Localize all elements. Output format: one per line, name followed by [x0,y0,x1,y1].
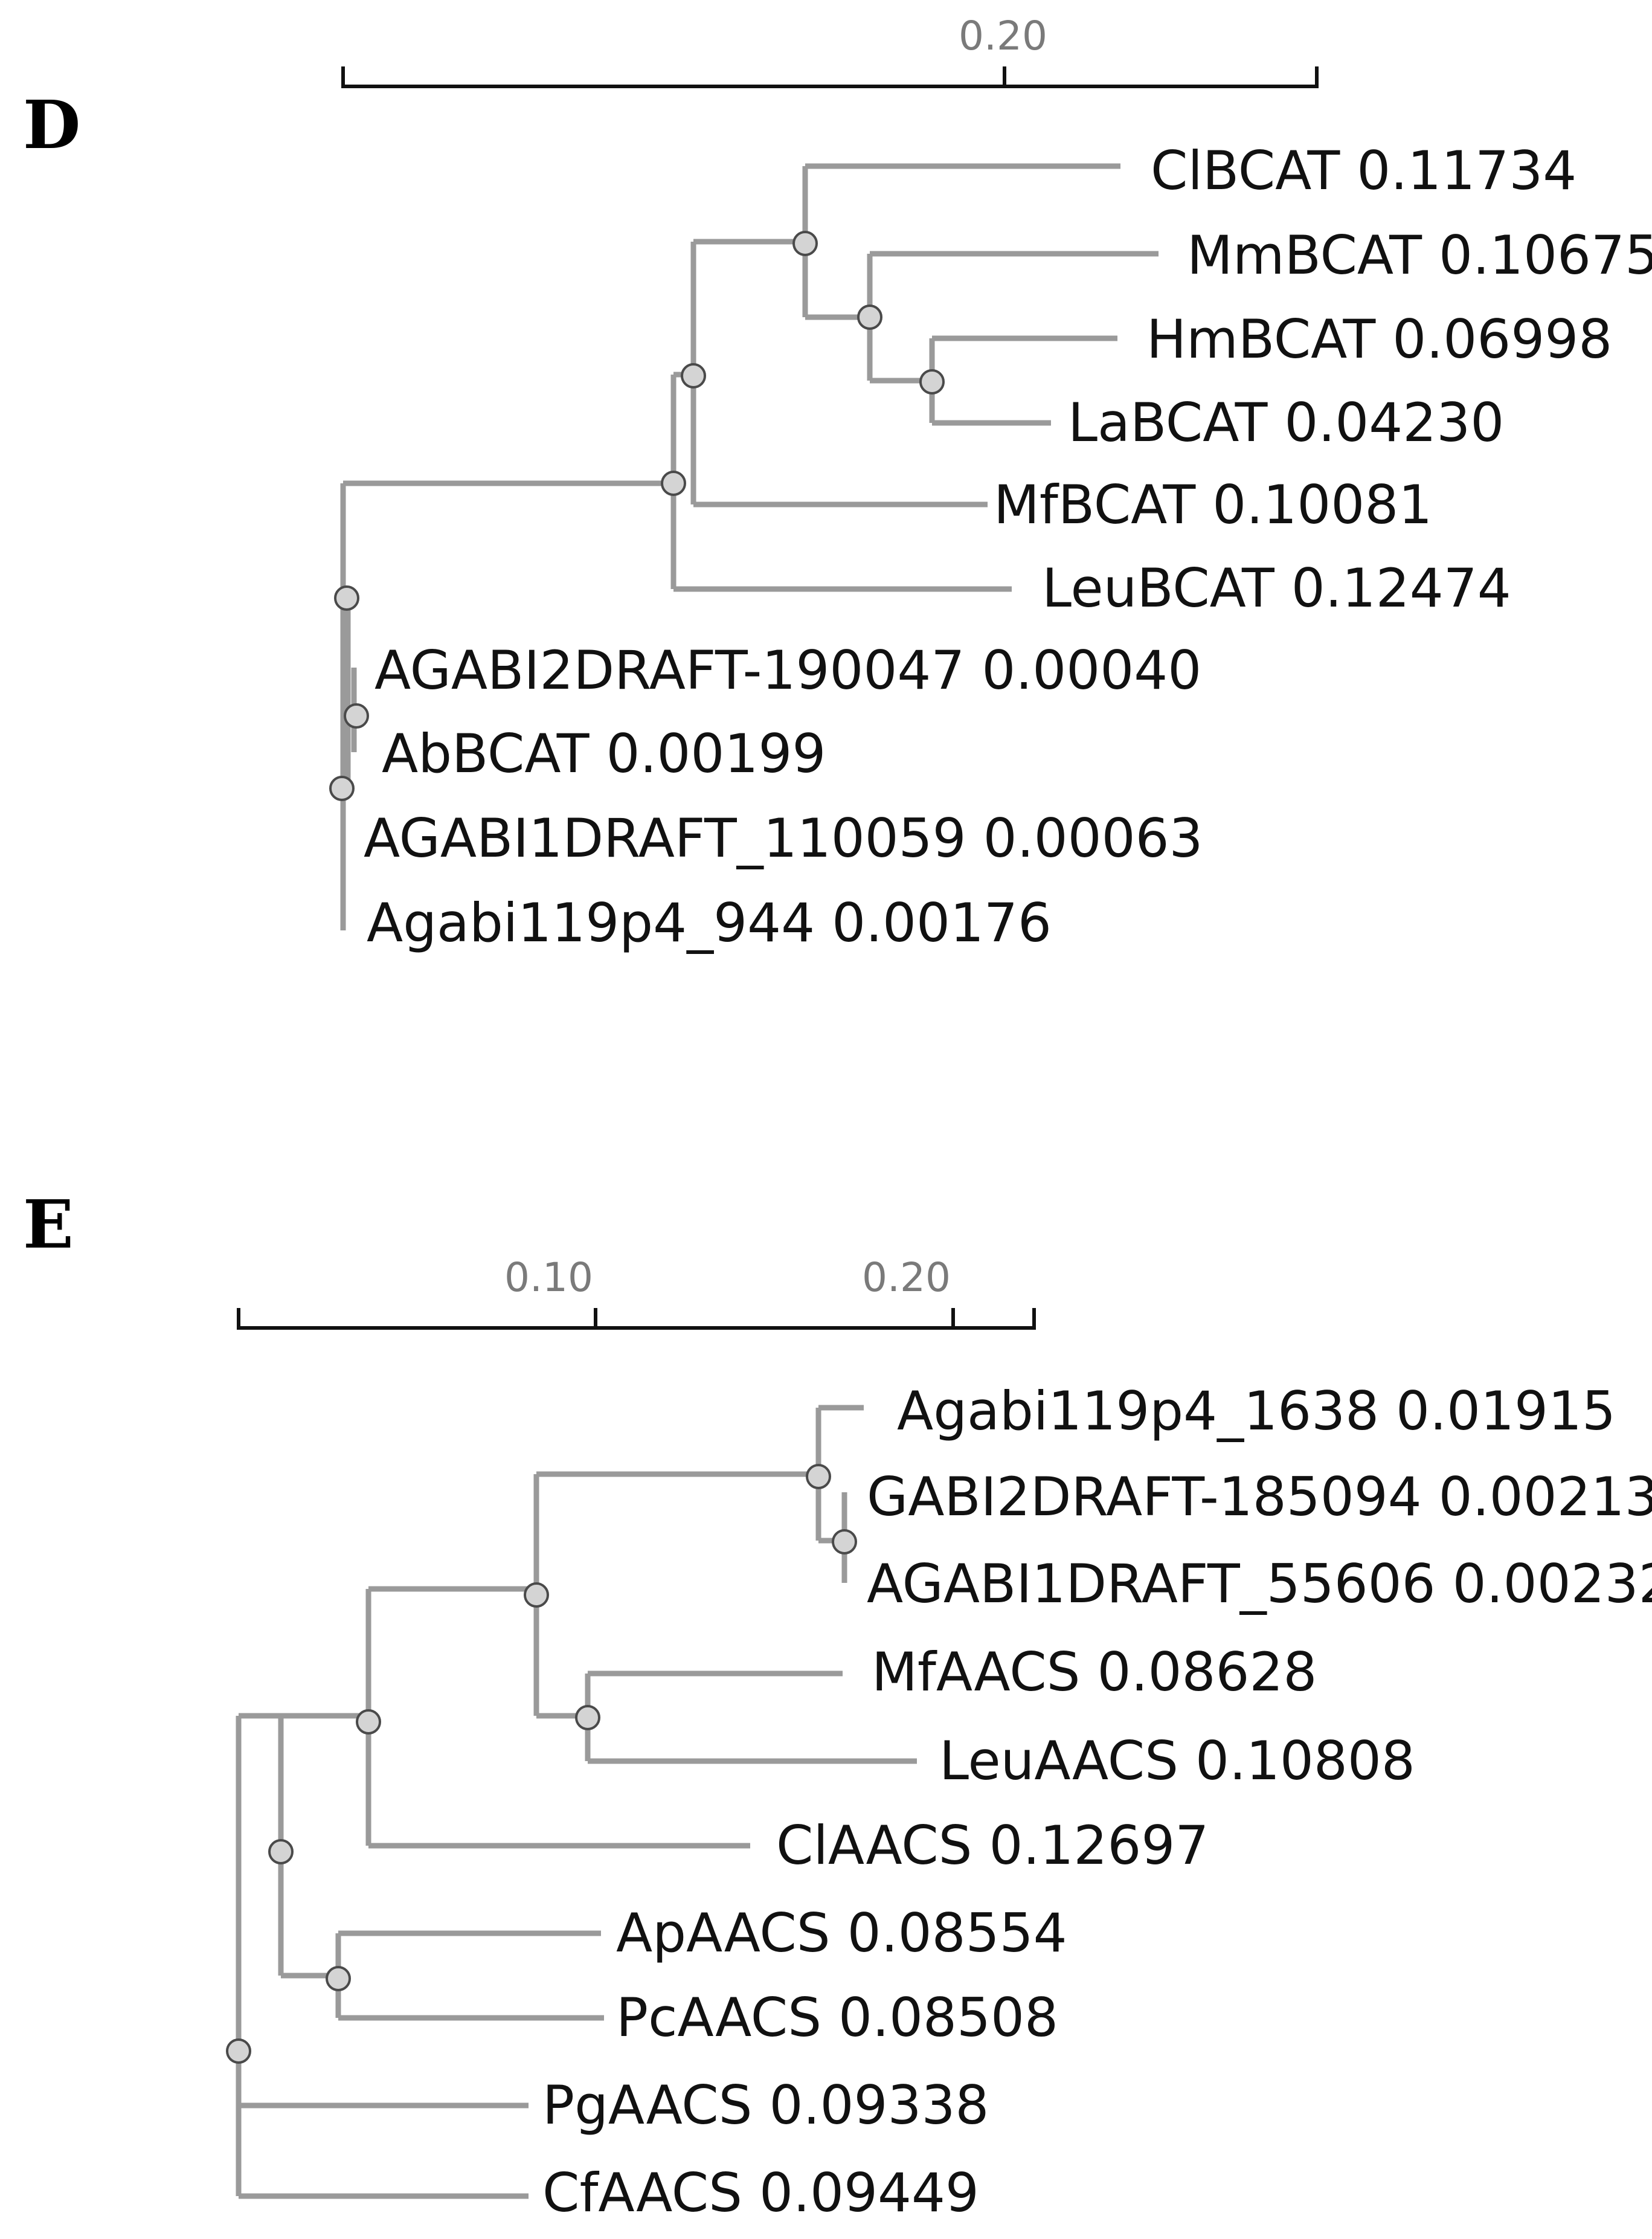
leaf-label: AGABI1DRAFT_55606 0.00232 [867,1553,1652,1615]
leaf-label: AbBCAT 0.00199 [382,723,826,785]
panel-label-e: E [23,1185,74,1263]
leaf-label: AGABI1DRAFT_110059 0.00063 [364,807,1203,869]
tree-nodes-d [329,231,945,801]
leaf-label: LeuAACS 0.10808 [939,1730,1415,1792]
leaf-label: MfAACS 0.08628 [872,1641,1317,1703]
node-e-6 [268,1839,294,1864]
leaf-label: GABI2DRAFT-185094 0.00213 [867,1466,1652,1528]
node-e-8 [226,2038,251,2064]
node-e-3 [524,1582,549,1608]
scale-bar-e: 0.10 0.20 [237,1254,1036,1330]
leaf-label: Agabi119p4_1638 0.01915 [897,1380,1616,1442]
node-e-7 [326,1966,351,1991]
node-e-1 [806,1464,831,1489]
leaf-label: PcAACS 0.08508 [616,1986,1058,2049]
node-d-3 [919,369,945,395]
leaf-label: PgAACS 0.09338 [542,2074,989,2136]
scale-label-0-20-e: 0.20 [862,1254,951,1301]
scale-label-0-20-d: 0.20 [959,13,1047,59]
node-e-4 [575,1705,600,1730]
leaf-label: ApAACS 0.08554 [616,1902,1067,1964]
leaf-label: LaBCAT 0.04230 [1068,391,1504,454]
panel-d: D 0.20 [23,13,1652,954]
node-e-2 [832,1529,857,1554]
leaf-label: LeuBCAT 0.12474 [1042,557,1511,619]
node-d-2 [857,304,882,330]
node-d-7 [344,703,369,729]
node-d-8 [329,776,355,801]
leaf-label: CfAACS 0.09449 [542,2162,979,2224]
panel-e: E 0.10 0.20 [23,1185,1652,2224]
leaf-label: MmBCAT 0.10675 [1187,224,1652,286]
scale-bar-d: 0.20 [341,13,1319,88]
leaf-label: AGABI2DRAFT-190047 0.00040 [374,639,1201,701]
leaf-label: Agabi119p4_944 0.00176 [367,892,1052,954]
node-d-4 [681,363,706,388]
leaf-labels-d: ClBCAT 0.11734 MmBCAT 0.10675 HmBCAT 0.0… [364,140,1652,954]
node-d-5 [661,471,686,496]
panel-label-d: D [23,86,80,164]
node-d-6 [334,585,359,611]
leaf-labels-e: Agabi119p4_1638 0.01915 GABI2DRAFT-18509… [542,1380,1652,2224]
tree-nodes-e [226,1464,857,2064]
leaf-label: MfBCAT 0.10081 [994,474,1432,536]
node-d-1 [792,231,818,256]
leaf-label: ClBCAT 0.11734 [1151,140,1576,202]
leaf-label: ClAACS 0.12697 [776,1814,1209,1877]
node-e-5 [356,1709,381,1735]
leaf-label: HmBCAT 0.06998 [1146,308,1612,370]
scale-label-0-10-e: 0.10 [504,1254,593,1301]
